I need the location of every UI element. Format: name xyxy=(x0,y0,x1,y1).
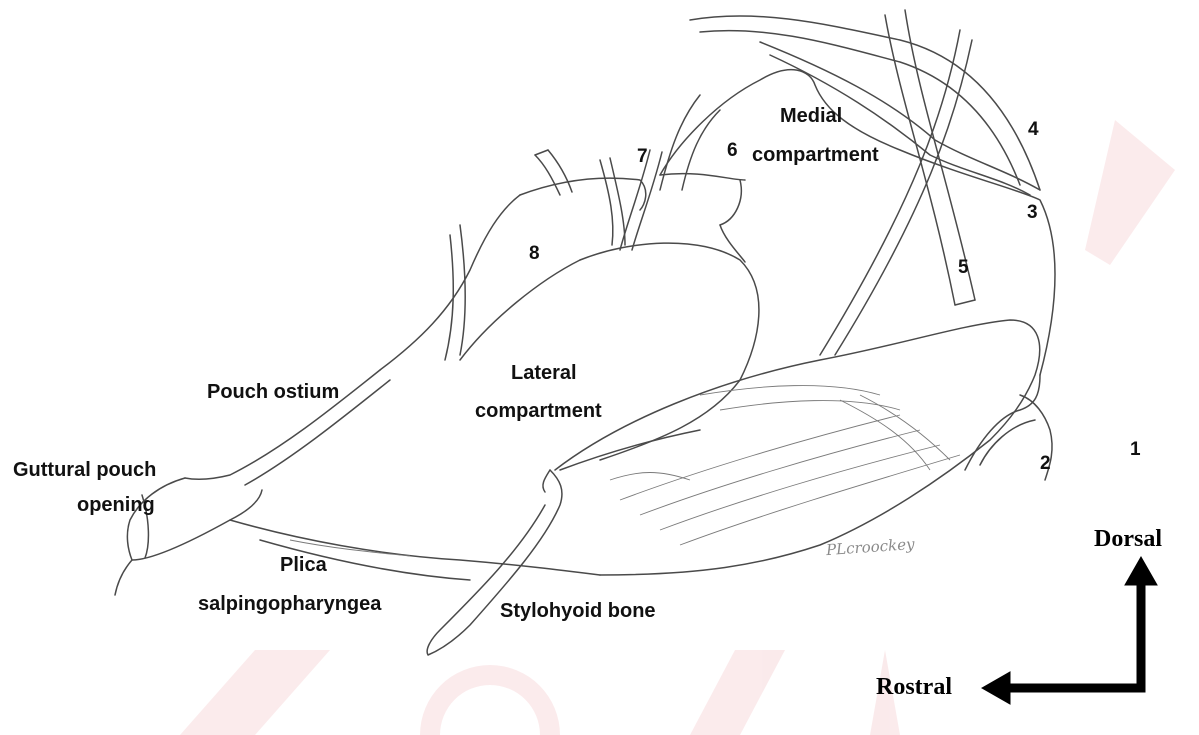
muscle-hatching xyxy=(290,386,960,556)
vessel-2c xyxy=(980,420,1035,465)
number-3: 3 xyxy=(1027,201,1038,225)
medial-compartment-outline xyxy=(660,70,1055,375)
stylohyoid-bone-label: Stylohyoid bone xyxy=(500,599,656,623)
vessel-left-b xyxy=(460,225,465,355)
lateral-compartment-label-line1: Lateral xyxy=(511,361,577,385)
lateral-compartment-label-line2: compartment xyxy=(475,399,602,423)
guttural-pouch-opening-label-line1: Guttural pouch xyxy=(13,458,156,482)
vessel-7a xyxy=(600,160,613,245)
dorsal-label: Dorsal xyxy=(1094,526,1162,553)
number-1: 1 xyxy=(1130,438,1141,462)
vessel-5d xyxy=(835,40,972,355)
number-8: 8 xyxy=(529,242,540,266)
guttural-pouch-opening-label-line2: opening xyxy=(77,493,155,517)
medial-compartment-label-line2: compartment xyxy=(752,143,879,167)
number-5: 5 xyxy=(958,256,969,280)
number-7: 7 xyxy=(637,145,648,169)
medial-compartment-label-line1: Medial xyxy=(780,104,840,128)
plica-label-line1: Plica xyxy=(280,553,327,577)
vessel-left-a xyxy=(445,235,453,360)
number-4: 4 xyxy=(1028,118,1039,142)
number-6: 6 xyxy=(727,139,738,163)
orientation-arrows xyxy=(982,557,1157,704)
lateral-compartment-outline xyxy=(580,243,759,460)
rostral-label: Rostral xyxy=(876,674,952,701)
plica-label-line2: salpingopharyngea xyxy=(198,592,381,616)
pouch-ostium-label: Pouch ostium xyxy=(207,380,339,404)
number-2: 2 xyxy=(1040,452,1051,476)
